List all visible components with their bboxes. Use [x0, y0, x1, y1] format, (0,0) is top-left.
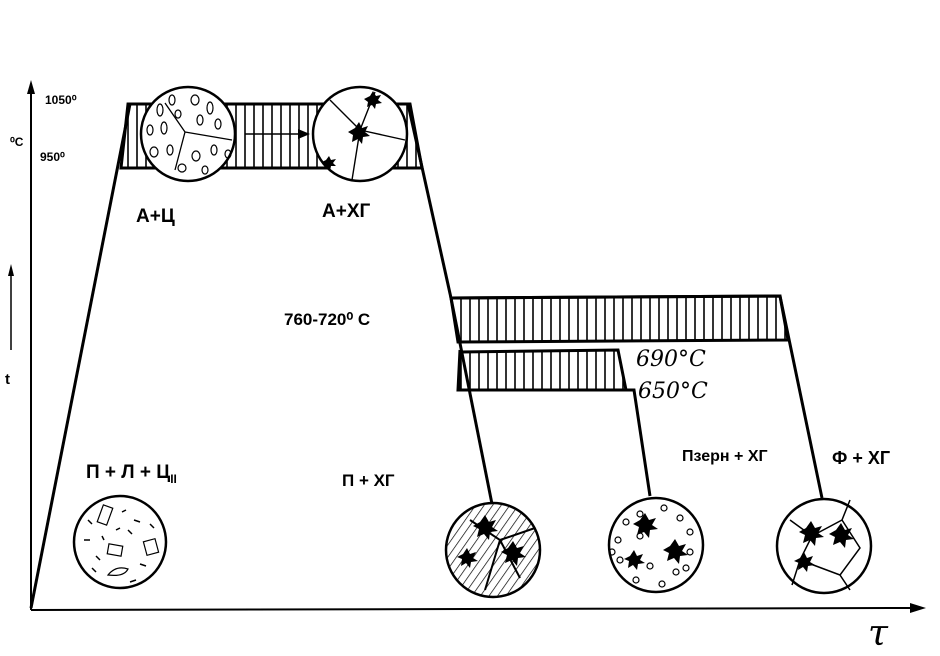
y-axis-arrow — [27, 80, 35, 94]
microstructure-p-l-c — [72, 494, 168, 590]
y-axis-label: t — [5, 371, 10, 388]
microstructure-p-xg — [444, 501, 542, 599]
band-760-720 — [449, 294, 790, 344]
label-690: 690°C — [636, 347, 706, 372]
heating-line — [29, 103, 132, 609]
y-axis-unit: ⁰C — [10, 135, 24, 149]
label-temp-range: 760-720⁰ С — [284, 310, 370, 329]
label-p-l-c: П + Л + ЦII — [86, 462, 177, 486]
label-650: 650°C — [638, 379, 708, 404]
microstructure-pgrain-xg — [607, 496, 705, 594]
label-p-l-c-sub: II — [170, 472, 177, 486]
x-axis-arrow — [910, 603, 926, 613]
microstructure-a-xg — [311, 85, 409, 183]
band-690-650 — [458, 348, 628, 392]
label-pgrain-xg: Пзерн + ХГ — [682, 448, 768, 465]
microstructure-f-xg — [775, 497, 873, 595]
label-p-l-c-main: П + Л + Ц — [86, 462, 170, 483]
microstructure-a-c — [139, 85, 237, 183]
label-f-xg: Ф + ХГ — [832, 448, 890, 468]
axes: t ⁰C 1050⁰ 950⁰ τ — [5, 80, 926, 654]
x-axis — [30, 607, 913, 611]
x-axis-label: τ — [868, 613, 889, 654]
label-a-c: А+Ц — [136, 206, 175, 227]
side-arrow-head — [8, 264, 14, 276]
tick-1050: 1050⁰ — [45, 93, 77, 107]
tick-950: 950⁰ — [40, 150, 65, 164]
label-p-xg: П + ХГ — [342, 471, 395, 490]
transfer-arrow-head — [298, 129, 310, 139]
label-a-xg: А+ХГ — [322, 201, 370, 222]
phase-labels: А+Ц А+ХГ 760-720⁰ С П + Л + ЦII П + ХГ 6… — [86, 201, 890, 490]
